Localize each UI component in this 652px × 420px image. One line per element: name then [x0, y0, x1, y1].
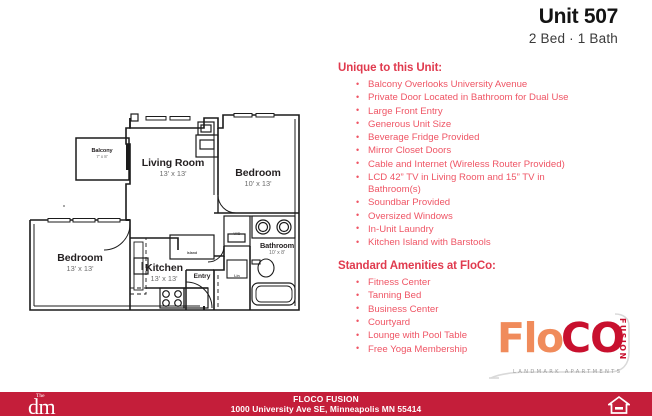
fixture-label-washer-dryer: W/D	[224, 222, 250, 240]
fixture-label-island: Island	[170, 241, 214, 259]
logo-text-co: CO	[561, 314, 625, 362]
room-name: Bedroom	[57, 252, 103, 264]
list-item: Beverage Fridge Provided	[356, 132, 628, 144]
standard-amenities-list: Fitness Center Tanning Bed Business Cent…	[338, 277, 628, 355]
footer-property-name: FLOCO FUSION	[293, 394, 359, 404]
fixture-name: Lin	[234, 274, 240, 278]
room-label-balcony: Balcony 7' x 8'	[74, 148, 130, 159]
list-item: LCD 42” TV in Living Room and 15” TV in …	[356, 172, 568, 196]
list-item: Private Door Located in Bathroom for Dua…	[356, 92, 628, 104]
room-name: Living Room	[141, 157, 205, 169]
room-dimensions: 13' x 13'	[150, 274, 178, 283]
washer-dryer-closet	[223, 215, 251, 247]
list-item: Generous Unit Size	[356, 118, 628, 131]
floco-logo: Flo CO FUSION LANDMARK APARTMENTS	[483, 312, 643, 386]
kitchen-counters	[129, 237, 209, 309]
list-item: Kitchen Island with Barstools	[356, 237, 628, 249]
fixture-label-linen: Lin	[227, 264, 247, 282]
standard-amenities-section: Standard Amenities at FloCo: Fitness Cen…	[338, 260, 628, 355]
unit-bed-bath-subtitle: 2 Bed · 1 Bath	[528, 31, 618, 47]
unit-details-panel: Unique to this Unit: Balcony Overlooks U…	[338, 62, 628, 357]
unique-features-heading: Unique to this Unit:	[338, 62, 443, 74]
equal-housing-opportunity-icon	[606, 395, 632, 420]
room-dimensions: 7' x 8'	[96, 154, 108, 159]
room-dimensions: 10' x 8'	[268, 250, 286, 256]
floor-plan: Balcony 7' x 8' Living Room 13' x 13' Be…	[18, 110, 334, 315]
list-item: Oversized Windows	[356, 210, 628, 223]
fixture-name: Island	[186, 251, 198, 255]
fixture-name: Entry	[193, 273, 211, 280]
dm-logo-the: The	[36, 393, 45, 399]
footer-bar: The dm FLOCO FUSION 1000 University Ave …	[0, 392, 652, 419]
room-name: Bathroom	[259, 241, 295, 250]
unique-features-section: Unique to this Unit: Balcony Overlooks U…	[338, 62, 628, 249]
room-label-bedroom-left: Bedroom 13' x 13'	[42, 252, 118, 273]
logo-text-flo: Flo	[497, 314, 564, 362]
list-item: Soundbar Provided	[356, 197, 628, 209]
room-dimensions: 10' x 13'	[244, 179, 272, 188]
footer-property-info: FLOCO FUSION 1000 University Ave SE, Min…	[0, 394, 652, 415]
list-item: Business Center	[356, 303, 628, 316]
room-dimensions: 13' x 13'	[159, 169, 187, 178]
list-item: Balcony Overlooks University Avenue	[356, 79, 628, 91]
room-name: Balcony	[91, 148, 113, 154]
bathtub-fixture	[251, 282, 296, 306]
list-item: Lounge with Pool Table	[356, 330, 628, 342]
standard-amenities-heading: Standard Amenities at FloCo:	[338, 260, 496, 273]
fixture-label-entry: Entry	[182, 273, 222, 280]
dm-logo-mark: dm	[28, 394, 56, 419]
list-item: Free Yoga Membership	[356, 343, 628, 356]
list-item: Mirror Closet Doors	[356, 145, 628, 157]
list-item: Courtyard	[356, 316, 628, 329]
bathroom-vanity	[251, 215, 296, 239]
fixture-name: W/D	[233, 232, 241, 236]
kitchen-island	[169, 234, 215, 260]
unit-header: Unit 507 2 Bed · 1 Bath	[528, 5, 619, 47]
linen-closet	[226, 259, 248, 279]
toilet-fixture	[251, 258, 275, 278]
logo-tagline: LANDMARK APARTMENTS	[513, 369, 623, 375]
list-item: Cable and Internet (Wireless Router Prov…	[356, 158, 628, 171]
room-label-bathroom: Bathroom 10' x 8'	[246, 241, 308, 256]
room-label-living-room: Living Room 13' x 13'	[130, 157, 216, 178]
balcony-outline	[75, 137, 130, 181]
page-title: Unit 507	[538, 5, 619, 28]
list-item: Large Front Entry	[356, 105, 628, 118]
room-dimensions: 13' x 13'	[66, 264, 94, 273]
room-label-bedroom-right: Bedroom 10' x 13'	[222, 167, 294, 188]
logo-text-fusion: FUSION	[618, 318, 627, 361]
room-label-kitchen: Kitchen 13' x 13'	[131, 262, 197, 283]
logo-swoosh-shape	[489, 313, 630, 379]
room-name: Bedroom	[235, 167, 281, 179]
list-item: Tanning Bed	[356, 290, 628, 302]
floor-plan-drawing	[29, 113, 300, 311]
list-item: Fitness Center	[356, 277, 628, 289]
footer-property-address: 1000 University Ave SE, Minneapolis MN 5…	[230, 404, 422, 414]
unique-features-list: Balcony Overlooks University Avenue Priv…	[338, 79, 628, 249]
list-item: In-Unit Laundry	[356, 223, 628, 236]
room-name: Kitchen	[145, 262, 183, 274]
